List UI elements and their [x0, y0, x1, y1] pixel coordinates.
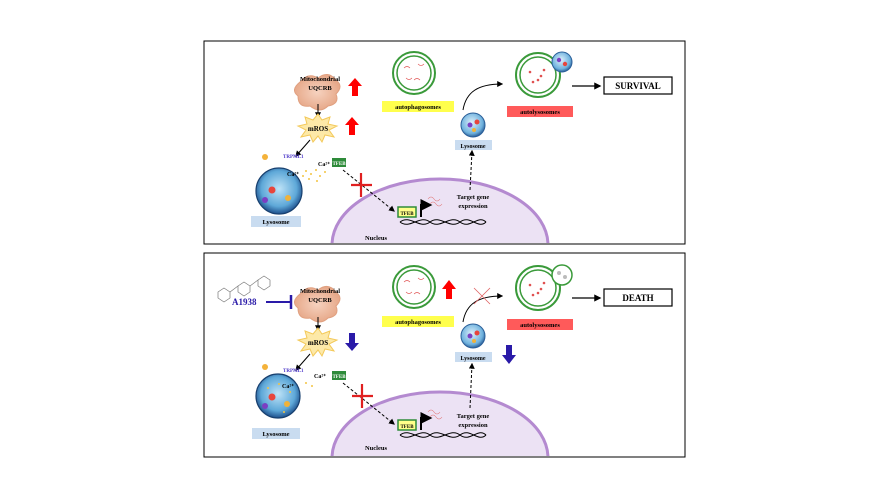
ca-inside-label: Ca²⁺	[282, 383, 294, 390]
lysosome-left-label-bg	[251, 216, 301, 227]
fusing-lysosome	[551, 264, 573, 286]
autolysosome-outer	[515, 265, 561, 311]
dna-strand-b	[399, 432, 487, 438]
mito-small-icon	[262, 154, 268, 160]
mitochondria-icon	[294, 286, 341, 323]
fusion-block	[473, 287, 491, 305]
ca-inside-label: Ca²⁺	[287, 171, 299, 178]
autolysosome-inner	[519, 269, 557, 307]
autophagosomes-label-bg	[382, 101, 454, 112]
panel-top: Mitochondrial UQCRB mROS TRPML1 Ca²⁺ Lys…	[203, 40, 686, 245]
autolysosome-outer	[515, 52, 561, 98]
mros-burst	[296, 327, 339, 358]
ca-cytosol-label: Ca²⁺	[318, 161, 330, 168]
tfeb-nuclear-label: TFEB	[400, 425, 414, 430]
lysosome-left-label: Lysosome	[262, 431, 289, 438]
mito-label-1: Mitochondrial	[300, 288, 340, 295]
up-arrow-mito	[348, 78, 362, 96]
lysosome-mid-label: Lysosome	[460, 144, 485, 150]
nucleus-label: Nucleus	[365, 445, 388, 452]
autophagosomes-label-bg	[382, 316, 454, 327]
arrow-mros-lysosome	[295, 353, 311, 371]
mito-label-2: UQCRB	[308, 85, 332, 92]
nucleus-label: Nucleus	[365, 235, 388, 242]
outcome-label: SURVIVAL	[615, 81, 661, 91]
panel-bottom: A1938 Mitochondrial UQCRB mROS TRPML1 Ca…	[203, 252, 686, 458]
trpml1-label: TRPML1	[283, 155, 304, 160]
tfeb-box	[332, 158, 346, 167]
target-label-2: expression	[458, 422, 488, 429]
ca-cytosol-label: Ca²⁺	[314, 373, 326, 380]
cargo-red	[268, 186, 276, 194]
fusion-arrow	[462, 81, 504, 111]
tfeb-nuclear-label: TFEB	[400, 212, 414, 217]
tfeb-nuclear-box	[397, 419, 417, 431]
autophagosomes-label: autophagosomes	[395, 104, 441, 111]
up-arrow-mros	[345, 117, 359, 135]
target-to-lysosome-arrow	[468, 362, 475, 409]
nucleus-shape	[330, 177, 550, 243]
tfeb-label: TFEB	[332, 162, 346, 167]
autolysosomes-label-bg	[507, 319, 573, 330]
cargo-purple	[262, 197, 268, 203]
promoter-arrow	[420, 412, 433, 430]
mros-label: mROS	[308, 125, 328, 133]
mros-label: mROS	[308, 339, 328, 347]
mito-small-icon	[262, 364, 268, 370]
autolysosomes-label: autolysosomes	[520, 322, 560, 329]
transcript-squiggle	[427, 409, 443, 420]
autolysosomes-label: autolysosomes	[520, 109, 560, 116]
arrow-mros-lysosome	[295, 139, 311, 157]
outcome-box	[603, 76, 673, 95]
lysosome-mid-label-bg	[455, 352, 492, 362]
lysosome-mid-label: Lysosome	[460, 356, 485, 362]
autolysosomes-label-bg	[507, 106, 573, 117]
lysosome-left-label: Lysosome	[262, 219, 289, 226]
tfeb-nuclear-arrow	[342, 382, 395, 425]
nucleus-shape	[330, 390, 550, 456]
lysosome-left	[255, 167, 303, 215]
promoter-arrow	[420, 199, 433, 217]
up-arrow-autophagosome	[442, 280, 456, 299]
lysosome-mid	[460, 112, 486, 138]
autophagosome-inner	[396, 269, 432, 305]
down-arrow-lysosome	[502, 345, 516, 364]
tfeb-label: TFEB	[332, 375, 346, 380]
target-label-1: Target gene	[457, 194, 490, 201]
ca-release-dots	[305, 382, 313, 387]
fusing-lysosome	[551, 51, 573, 73]
autophagosomes-label: autophagosomes	[395, 319, 441, 326]
transcript-squiggle	[427, 196, 443, 207]
lysosome-mid-label-bg	[455, 140, 492, 150]
target-label-2: expression	[458, 203, 488, 210]
outcome-label: DEATH	[622, 293, 653, 303]
ca-release-dots	[302, 169, 326, 182]
mito-label-1: Mitochondrial	[300, 76, 340, 83]
down-arrow-mros	[345, 333, 359, 351]
a1938-structure	[217, 275, 271, 303]
tfeb-nuclear-arrow	[342, 169, 395, 212]
autophagosome-inner	[396, 55, 432, 91]
mitochondria-icon	[294, 74, 341, 111]
autophagosome-outer	[392, 265, 436, 309]
mito-label-2: UQCRB	[308, 297, 332, 304]
fusion-arrow	[462, 293, 504, 323]
lysosome-mid	[460, 323, 486, 349]
tfeb-nuclear-box	[397, 206, 417, 218]
mros-burst	[296, 113, 339, 144]
lysosome-left-label-bg	[252, 428, 300, 439]
outcome-box	[603, 288, 673, 307]
drug-label: A1938	[232, 297, 257, 307]
trpml1-label: TRPML1	[283, 369, 304, 374]
dna-strand-b	[399, 219, 487, 225]
autolysosome-inner	[519, 56, 557, 94]
tfeb-box	[332, 371, 346, 380]
target-label-1: Target gene	[457, 413, 490, 420]
target-to-lysosome-arrow	[468, 149, 475, 191]
cargo-yellow	[285, 195, 291, 201]
autophagosome-outer	[392, 51, 436, 95]
lysosome-left	[255, 373, 301, 419]
